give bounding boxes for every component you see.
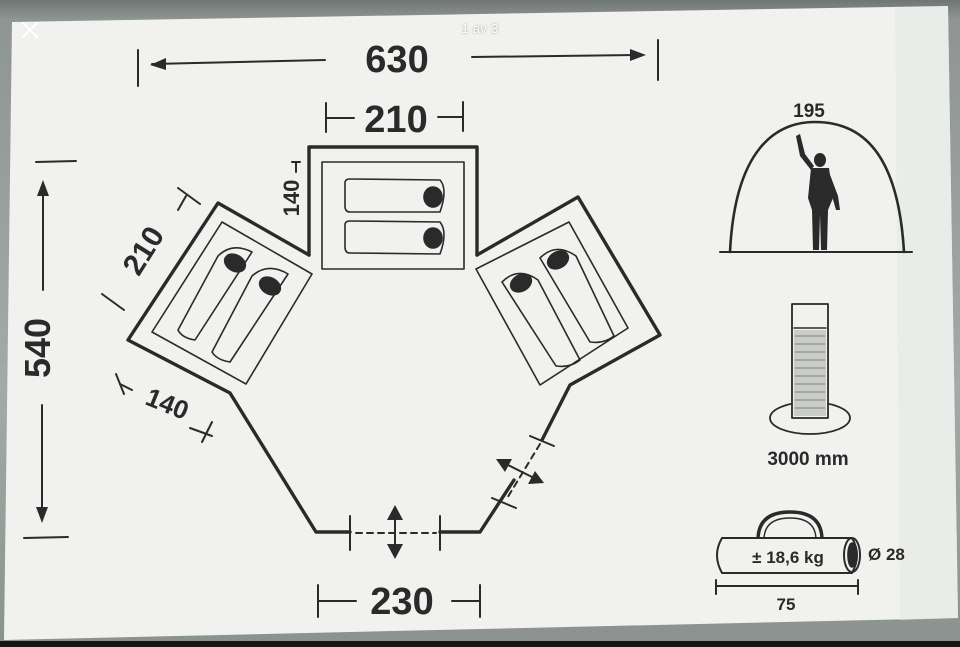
- dimension-left-210: [101, 187, 201, 311]
- dimension-center-140: [291, 161, 301, 173]
- carry-bag-icon: [715, 510, 861, 595]
- bottom-edge: [0, 641, 960, 647]
- close-button[interactable]: [14, 14, 46, 46]
- room-right: [475, 221, 629, 386]
- dimension-540: [23, 160, 77, 539]
- sleeping-bag-icon: [501, 248, 615, 368]
- person-in-dome-icon: [719, 120, 913, 254]
- label-packed-weight: ± 18,6 kg: [752, 548, 824, 567]
- door-arrow-icon: [496, 459, 544, 484]
- water-column-icon: [769, 303, 851, 435]
- door-arrow-icon: [387, 505, 403, 559]
- label-depth-center-room: 140: [279, 180, 304, 217]
- label-width-total: 630: [365, 39, 428, 81]
- dimension-230: [317, 584, 481, 618]
- label-water-column: 3000 mm: [767, 449, 848, 470]
- sleeping-bag-icon: [344, 178, 445, 255]
- dimension-left-140: [115, 373, 213, 443]
- room-center: [321, 161, 465, 270]
- dimension-center-210: [325, 101, 464, 133]
- label-height-total: 540: [17, 318, 58, 378]
- close-icon: [21, 21, 39, 39]
- sleeping-bag-icon: [177, 247, 289, 363]
- label-entrance-width: 230: [370, 581, 433, 623]
- label-packed-length: 75: [777, 595, 796, 614]
- paper-sheet: [4, 6, 958, 640]
- dimension-630: [137, 39, 659, 87]
- image-counter: 1 av 3: [461, 21, 499, 36]
- room-left: [151, 221, 313, 385]
- label-standing-height: 195: [793, 101, 825, 122]
- tent-floor-outline: [126, 145, 662, 534]
- label-packed-diameter: Ø 28: [868, 545, 905, 564]
- label-width-center-room: 210: [364, 99, 427, 141]
- paper-shade: [895, 6, 958, 620]
